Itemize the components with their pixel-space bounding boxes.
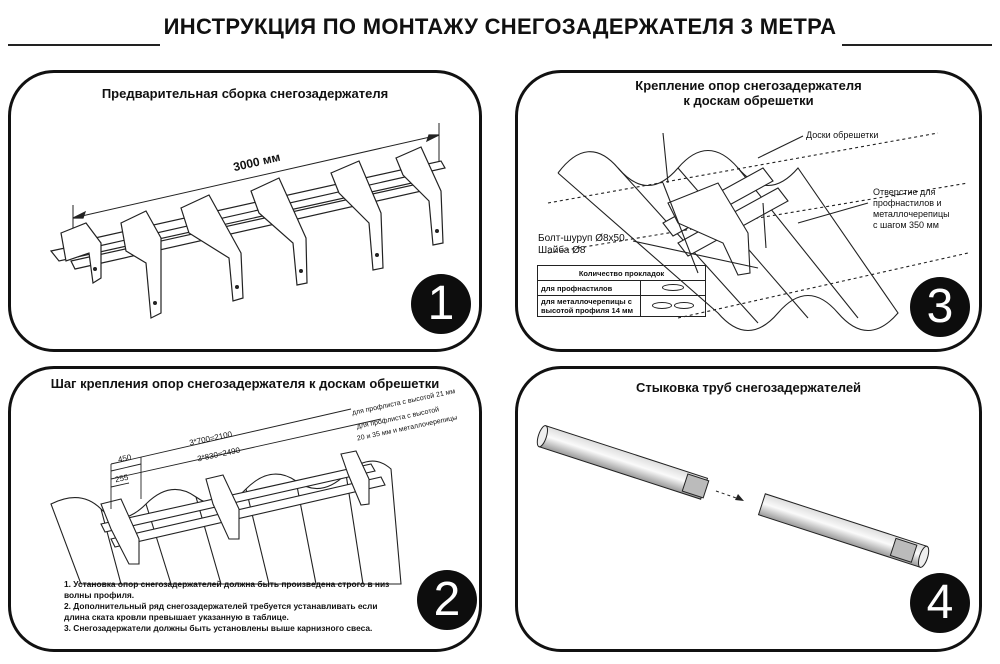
panel-fastening: Крепление опор снегозадержателя к доскам… <box>515 70 982 352</box>
note-line: 2. Дополнительный ряд снегозадержателей … <box>64 601 378 611</box>
panel-pre-assembly: Предварительная сборка снегозадержателя <box>8 70 482 352</box>
spacer-icon <box>640 295 706 317</box>
label-hole-1: Отверстие для <box>873 187 936 197</box>
label-washer: Шайба Ø8 <box>538 245 586 256</box>
step-number-2: 2 <box>417 570 477 630</box>
note-line: волны профиля. <box>64 590 135 600</box>
title-rule-left <box>8 44 160 46</box>
snow-guard-assembly-drawing <box>49 123 446 319</box>
panel-pipe-joining: Стыковка труб снегозадержателей 4 <box>515 366 982 652</box>
label-boards: Доски обрешетки <box>806 130 879 140</box>
panel-title: Предварительная сборка снегозадержателя <box>101 86 389 101</box>
fastening-drawing <box>547 132 969 332</box>
table-row-label: для профнастилов <box>537 280 641 296</box>
spacer-count-table: Количество прокладок для профнастилов дл… <box>537 265 706 317</box>
label-hole-2: профнастилов и <box>873 198 942 208</box>
note-line: 3. Снегозадержатели должны быть установл… <box>64 623 373 633</box>
spacer-icon <box>640 280 706 296</box>
step-number-3: 3 <box>910 277 970 337</box>
panel-title-line-1: Крепление опор снегозадержателя <box>635 78 862 93</box>
step-number-4: 4 <box>910 573 970 633</box>
step-number-1: 1 <box>411 274 471 334</box>
spacing-drawing <box>50 408 402 585</box>
title-rule-right <box>842 44 992 46</box>
label-hole-3: металлочерепицы <box>873 209 950 219</box>
table-header: Количество прокладок <box>537 265 706 281</box>
note-line: длина ската кровли превышает указанную в… <box>64 612 289 622</box>
label-hole-4: с шагом 350 мм <box>873 220 939 230</box>
panel-spacing: Шаг крепления опор снегозадержателя к до… <box>8 366 482 652</box>
panel-title: Стыковка труб снегозадержателей <box>635 380 862 395</box>
pipe-joining-drawing <box>536 425 930 568</box>
page-title: ИНСТРУКЦИЯ ПО МОНТАЖУ СНЕГОЗАДЕРЖАТЕЛЯ 3… <box>163 14 837 39</box>
installation-notes: 1. Установка опор снегозадержателей долж… <box>64 579 424 634</box>
panel-title: Шаг крепления опор снегозадержателя к до… <box>50 376 440 391</box>
panel-title-line-2: к доскам обрешетки <box>683 93 814 108</box>
label-bolt: Болт-шуруп Ø8х50 <box>538 233 625 244</box>
note-line: 1. Установка опор снегозадержателей долж… <box>64 579 390 589</box>
